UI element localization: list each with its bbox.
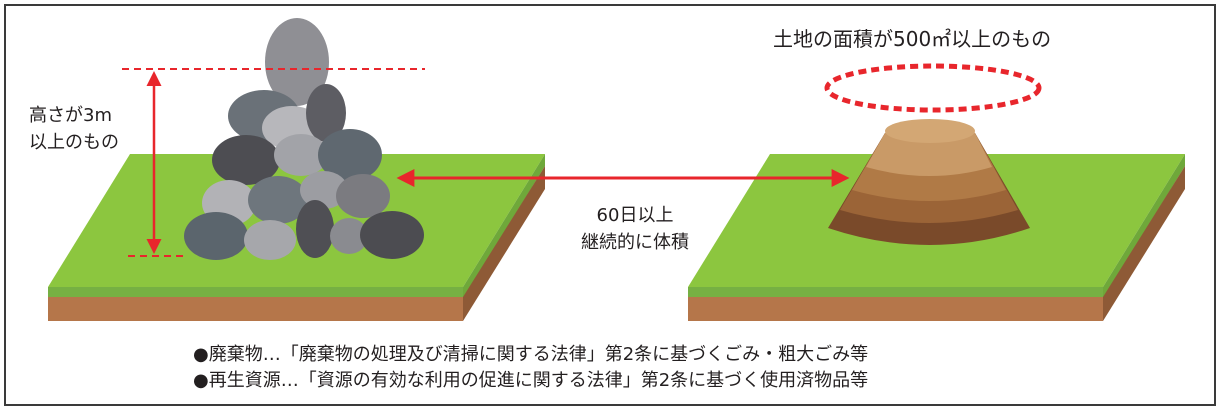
notes: ●廃棄物…「廃棄物の処理及び清掃に関する法律」第2条に基づくごみ・粗大ごみ等 ●…	[193, 342, 868, 394]
area-label: 土地の面積が500㎡以上のもの	[773, 27, 1052, 51]
soil-mound	[828, 119, 1030, 245]
stone-pile	[184, 18, 424, 260]
note-recycled-resources: ●再生資源…「資源の有効な利用の促進に関する法律」第2条に基づく使用済物品等	[193, 370, 869, 391]
height-label-line1: 高さが3m	[29, 105, 112, 126]
duration-label-line2: 継続的に体積	[581, 232, 689, 253]
duration-label-line1: 60日以上	[596, 205, 674, 226]
height-marker	[122, 68, 425, 257]
left-ground-tile	[48, 154, 545, 321]
height-label-line2: 以上のもの	[29, 132, 119, 153]
note-waste: ●廃棄物…「廃棄物の処理及び清掃に関する法律」第2条に基づくごみ・粗大ごみ等	[193, 344, 869, 365]
area-dashed-ellipse	[824, 63, 1042, 113]
duration-label: 60日以上 継続的に体積	[555, 202, 715, 256]
height-label: 高さが3m 以上のもの	[29, 102, 119, 156]
